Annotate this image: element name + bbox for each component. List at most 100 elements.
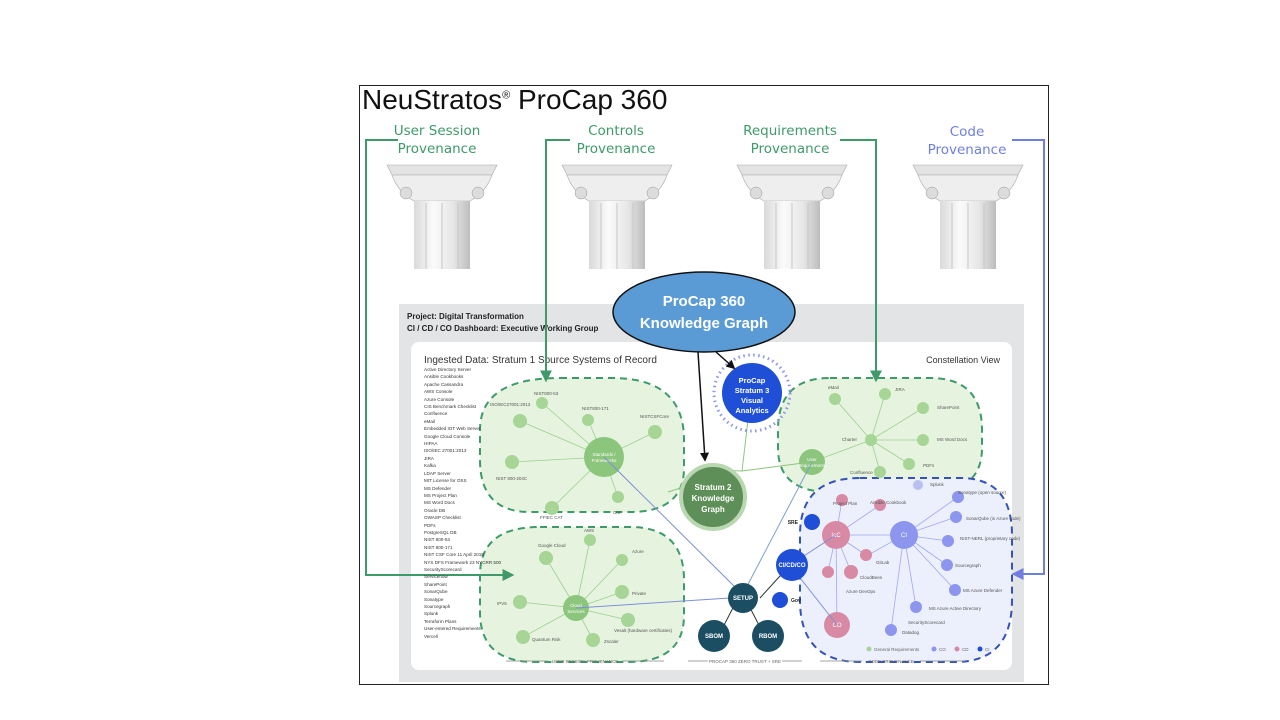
svg-text:Sonatype (open source): Sonatype (open source) — [958, 490, 1007, 495]
source-system-item: MS Word Docs — [424, 500, 455, 506]
user-session-arrow — [365, 139, 515, 581]
rbom-label: RBOM — [759, 634, 777, 640]
ci-hub-label: CI — [901, 533, 907, 539]
footer-left: USER SESSION PROVENANCE — [552, 659, 619, 664]
svg-text:SecurityScorecard: SecurityScorecard — [908, 620, 945, 625]
code-arrow — [1011, 139, 1045, 580]
setup-node — [728, 583, 758, 613]
cicdco-hub — [776, 549, 808, 581]
svg-text:CI: CI — [985, 647, 990, 652]
svg-text:Ansible Cookbook: Ansible Cookbook — [870, 500, 907, 505]
callout-arrow-stratum3 — [715, 351, 736, 370]
svg-text:Datadog: Datadog — [902, 630, 920, 635]
source-system-item: Google Cloud Console — [424, 433, 471, 439]
pillar-2 — [561, 164, 673, 269]
source-system-item: MS Project Plan — [424, 492, 457, 498]
source-system-item: JIRA — [424, 455, 434, 461]
callout-line-2: Knowledge Graph — [640, 315, 768, 332]
iac-hub-label: IaC — [831, 533, 841, 539]
svg-text:eMail: eMail — [828, 385, 839, 390]
knowledge-graph-callout — [612, 271, 796, 353]
source-system-item: SonarQube — [424, 589, 448, 595]
source-system-item: SecurityScorecard — [424, 566, 462, 572]
svg-text:MS Azure Active Directory: MS Azure Active Directory — [929, 606, 982, 611]
source-system-item: PDFs — [424, 522, 436, 528]
code-node-labels: Project Plan Ansible Cookbook Sonatype (… — [833, 490, 1021, 635]
source-system-item: AWS Console — [424, 389, 453, 395]
dashboard-project: Project: Digital Transformation — [407, 312, 524, 321]
co-hub-label: CO — [833, 623, 842, 629]
svg-text:Quantum Risk: Quantum Risk — [532, 637, 561, 642]
title-product: ProCap 360 — [517, 84, 668, 115]
svg-text:NISTCSFCore: NISTCSFCore — [640, 414, 670, 419]
code-cluster — [799, 477, 1013, 663]
svg-text:MS Azure Defender: MS Azure Defender — [963, 588, 1003, 593]
svg-text:SonarQube (in Azure code): SonarQube (in Azure code) — [966, 516, 1021, 521]
svg-text:NIST 800-204C: NIST 800-204C — [496, 476, 528, 481]
sre-label: SRE — [788, 520, 799, 526]
svg-text:Splunk: Splunk — [930, 482, 945, 487]
source-system-item: Azure Console — [424, 396, 455, 402]
source-system-item: MS Defender — [424, 485, 452, 491]
svg-text:CIS: CIS — [613, 510, 621, 515]
user-req-hub-label-1: User — [807, 457, 817, 462]
svg-text:Project Plan: Project Plan — [833, 501, 858, 506]
standards-hub-label-2: Frameworks — [592, 458, 618, 463]
source-system-item: Active Directory Server — [424, 367, 471, 372]
cicdco-label: CI/CD/CO — [779, 563, 806, 569]
svg-text:Private: Private — [632, 591, 647, 596]
source-system-item: Oracle DB — [424, 507, 446, 513]
setup-label: SETUP — [733, 596, 753, 602]
svg-text:General Requirements: General Requirements — [874, 647, 920, 652]
svg-text:Google Cloud: Google Cloud — [538, 543, 566, 548]
source-system-item: OWASP Checklist — [424, 515, 461, 521]
controls-arrow — [540, 139, 570, 383]
source-system-item: Sonatype — [424, 596, 444, 602]
svg-text:Azure: Azure — [632, 549, 644, 554]
svg-text:SharePoint: SharePoint — [937, 405, 960, 410]
svg-text:MS Word Docs: MS Word Docs — [937, 437, 968, 442]
title-brand: NeuStratos — [362, 84, 503, 115]
stratum3-label-2: Stratum 3 — [735, 386, 770, 395]
stratum2-label-1: Stratum 2 — [695, 483, 732, 492]
cloud-hub-label-1: Cloud — [570, 603, 582, 608]
stratum2-hub — [679, 463, 747, 531]
source-system-item: Sourcegraph — [424, 604, 451, 609]
svg-text:JIRA: JIRA — [895, 387, 905, 392]
stratum3-label-3: Visual — [741, 396, 763, 405]
svg-text:CD: CD — [962, 647, 969, 652]
registered-mark: ® — [502, 89, 511, 102]
svg-text:NIST800-53: NIST800-53 — [534, 391, 559, 396]
ci-hub — [890, 521, 918, 549]
user-req-hub-label-2: Requirements — [798, 463, 827, 468]
stratum3-label-1: ProCap — [739, 376, 766, 385]
source-system-item: CIS Benchmark Checklist — [424, 404, 477, 410]
stratum2-label-2: Knowledge — [692, 494, 735, 503]
source-system-item: Embedded IOT Web Server — [424, 426, 481, 432]
gov-node — [772, 592, 788, 608]
source-system-item: Apache Cassandra — [424, 381, 464, 387]
callout-arrow-stratum2 — [697, 351, 710, 462]
dashboard-subtitle: CI / CD / CO Dashboard: Executive Workin… — [407, 324, 599, 333]
requirements-arrow — [840, 139, 882, 383]
slide-title: NeuStratos® ProCap 360 — [362, 84, 667, 116]
constellation-view-label: Constellation View — [926, 355, 1000, 365]
splunk-node — [913, 480, 923, 490]
legend: General Requirements CO CD CI — [866, 646, 990, 652]
svg-text:Charter: Charter — [842, 437, 858, 442]
source-system-item: PostgreSQL DB — [424, 529, 457, 535]
svg-text:FFIEC CAT: FFIEC CAT — [540, 515, 563, 520]
stratum3-label-4: Analytics — [735, 406, 768, 415]
svg-text:AWS: AWS — [584, 528, 594, 533]
sre-node — [804, 514, 820, 530]
source-system-item: LDAP Server — [424, 470, 451, 476]
footer-mid: PROCAP 360 ZERO TRUST + SRE — [709, 659, 781, 664]
source-system-item: Vercell — [424, 633, 438, 639]
rbom-node — [752, 620, 784, 652]
svg-text:Confluence: Confluence — [850, 470, 873, 475]
svg-text:GitLab: GitLab — [876, 560, 890, 565]
